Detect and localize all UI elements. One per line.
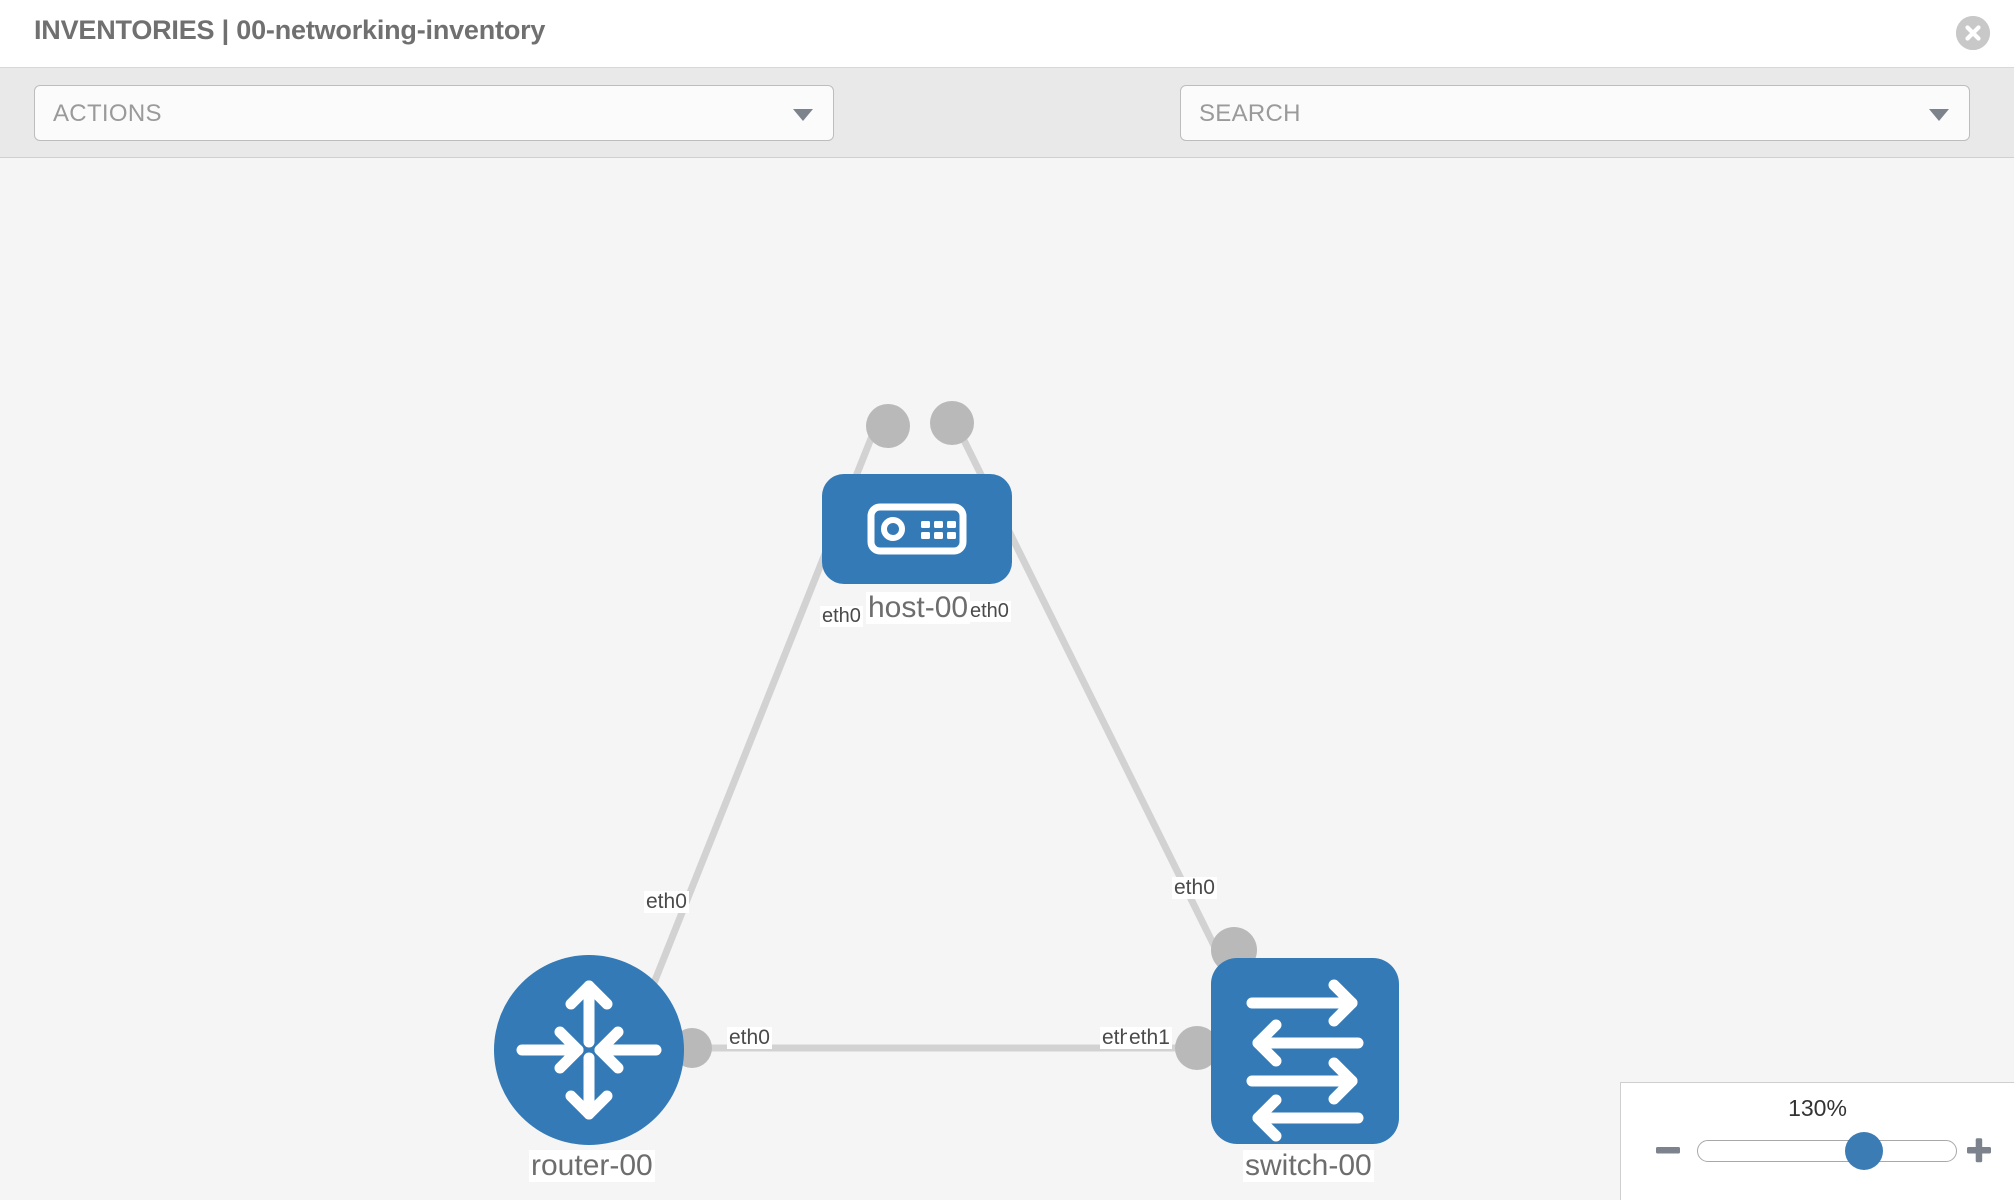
search-input-value: SEARCH (1199, 100, 1301, 127)
page-title: INVENTORIES | 00-networking-inventory (34, 15, 546, 45)
actions-dropdown-label: ACTIONS (53, 100, 162, 127)
close-icon[interactable] (1956, 16, 1990, 50)
edge-label-switch-left-overlap: eth (1100, 1026, 1134, 1050)
zoom-percent-label: 130% (1788, 1095, 1847, 1121)
server-icon (867, 503, 967, 555)
actions-dropdown[interactable]: ACTIONS (34, 85, 834, 141)
plus-icon[interactable] (1962, 1133, 1996, 1167)
minus-icon[interactable] (1651, 1133, 1685, 1167)
node-label-switch-00: switch-00 (1243, 1149, 1374, 1182)
chevron-down-icon (793, 109, 813, 121)
connector-switch-left (1175, 1026, 1219, 1070)
zoom-slider[interactable] (1697, 1140, 1957, 1162)
edge-label-host-left: eth0 (820, 605, 863, 627)
edge-label-switch-left: eth1 (1127, 1026, 1172, 1050)
topology-canvas[interactable]: eth0 eth0 eth0 eth0 eth0 eth eth1 host-0… (0, 158, 2014, 1200)
chevron-down-icon[interactable] (1929, 109, 1949, 121)
topology-toolbar: ACTIONS (0, 68, 2014, 199)
zoom-control: 130% (1620, 1082, 2014, 1200)
connector-host-right (930, 401, 974, 445)
node-router-00 (494, 955, 684, 1145)
node-host-00 (822, 474, 1012, 584)
edge-label-router-upper: eth0 (644, 890, 689, 914)
node-switch-00 (1211, 958, 1399, 1144)
node-label-host-00: host-00 (866, 591, 971, 624)
switch-icon (1246, 979, 1364, 1142)
connector-host-left (866, 404, 910, 448)
page-header: INVENTORIES | 00-networking-inventory (0, 0, 2014, 68)
node-label-router-00: router-00 (529, 1149, 655, 1182)
edge-label-switch-upper: eth0 (1172, 876, 1217, 900)
search-input[interactable]: SEARCH (1180, 85, 1970, 141)
edge-label-host-right: eth0 (968, 600, 1011, 622)
router-icon (516, 980, 662, 1120)
zoom-slider-handle[interactable] (1845, 1132, 1883, 1170)
topology-graph (494, 401, 1399, 1145)
edge-label-router-right: eth0 (727, 1026, 772, 1050)
